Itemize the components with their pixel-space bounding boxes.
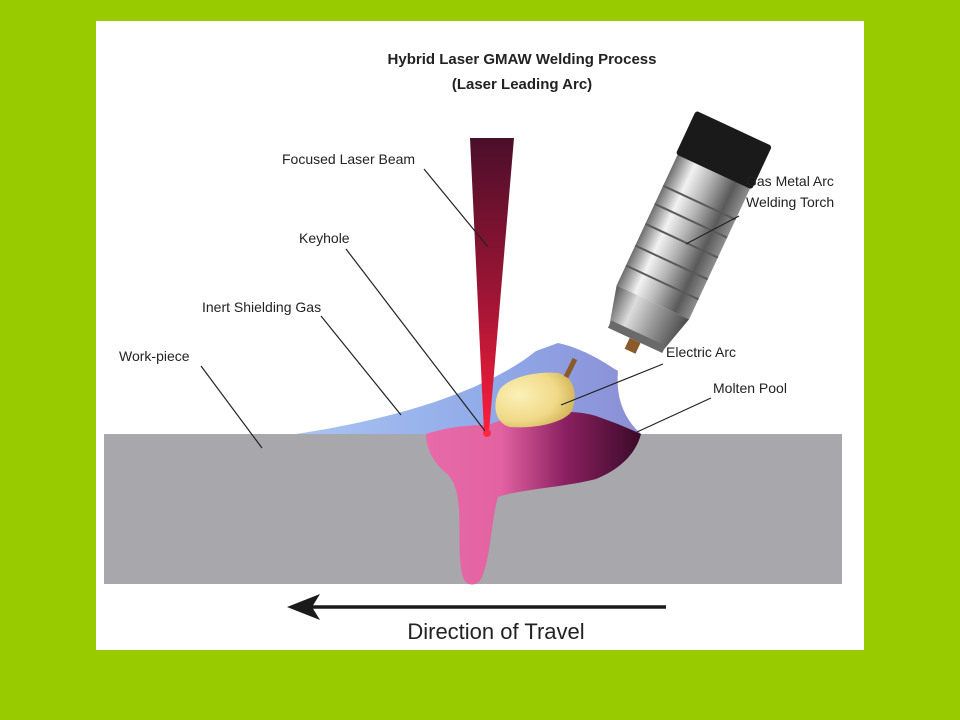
contact-tip	[624, 337, 641, 354]
welding-diagram: Hybrid Laser GMAW Welding Process (Laser…	[104, 51, 842, 644]
title-line-2: (Laser Leading Arc)	[452, 76, 592, 93]
label-work-piece: Work-piece	[119, 348, 190, 364]
leader-work-piece	[200, 365, 263, 449]
leader-torch	[685, 215, 740, 245]
arrow-head-icon	[287, 594, 320, 620]
direction-label: Direction of Travel	[407, 619, 584, 644]
direction-arrow	[287, 594, 666, 620]
welding-wire	[563, 357, 578, 379]
title-line-1: Hybrid Laser GMAW Welding Process	[388, 51, 657, 68]
label-torch-line-1: Gas Metal Arc	[746, 173, 834, 189]
label-electric-arc: Electric Arc	[666, 344, 736, 360]
label-laser-beam: Focused Laser Beam	[282, 151, 415, 167]
label-keyhole: Keyhole	[299, 230, 350, 246]
torch-grip-rings	[625, 184, 737, 301]
electric-arc	[495, 372, 575, 428]
label-shielding-gas: Inert Shielding Gas	[202, 299, 321, 315]
diagram-panel: Hybrid Laser GMAW Welding Process (Laser…	[96, 21, 864, 650]
leader-molten-pool	[636, 397, 712, 433]
molten-pool	[426, 411, 641, 585]
leader-keyhole	[345, 248, 486, 432]
leader-shielding-gas	[320, 315, 402, 416]
leader-electric-arc	[560, 363, 664, 406]
torch-cap	[676, 111, 772, 189]
laser-beam	[470, 138, 514, 432]
label-molten-pool: Molten Pool	[713, 380, 787, 396]
label-torch-line-2: Welding Torch	[746, 194, 834, 210]
welding-torch	[607, 111, 772, 354]
torch-nozzle	[609, 285, 690, 350]
leader-laser-beam	[423, 168, 489, 248]
